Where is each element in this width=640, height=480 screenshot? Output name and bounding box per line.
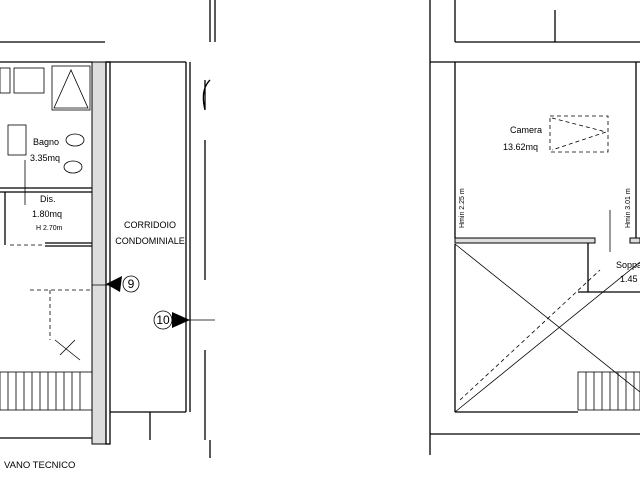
loft-name: Soppa — [616, 260, 640, 270]
marker-9-label: 9 — [128, 277, 135, 291]
marker-9: 9 — [106, 275, 140, 293]
hallway-name: Dis. — [40, 194, 56, 204]
marker-10: 10 — [153, 310, 190, 330]
stairs-right — [577, 371, 640, 411]
hmin-right: Hmin 3.01 m — [625, 188, 632, 228]
corridor-line2: CONDOMINIALE — [115, 236, 185, 246]
bathroom-name: Bagno — [33, 137, 59, 147]
loft-area: 1.45 — [620, 274, 638, 284]
bedroom-name: Camera — [510, 125, 542, 135]
hallway-height: H 2.70m — [36, 225, 63, 232]
right-plan-walls — [429, 0, 640, 455]
bedroom-area: 13.62mq — [503, 142, 538, 152]
marker-10-label: 10 — [156, 313, 170, 327]
corridor-line1: CORRIDOIO — [124, 220, 176, 230]
hallway-area: 1.80mq — [32, 209, 62, 219]
technical-room-caption: VANO TECNICO — [4, 460, 75, 471]
hmin-left: Hmin 2.25 m — [459, 188, 466, 228]
stairs-left — [0, 371, 93, 411]
left-plan-walls — [0, 0, 216, 458]
bathroom-area: 3.35mq — [30, 153, 60, 163]
